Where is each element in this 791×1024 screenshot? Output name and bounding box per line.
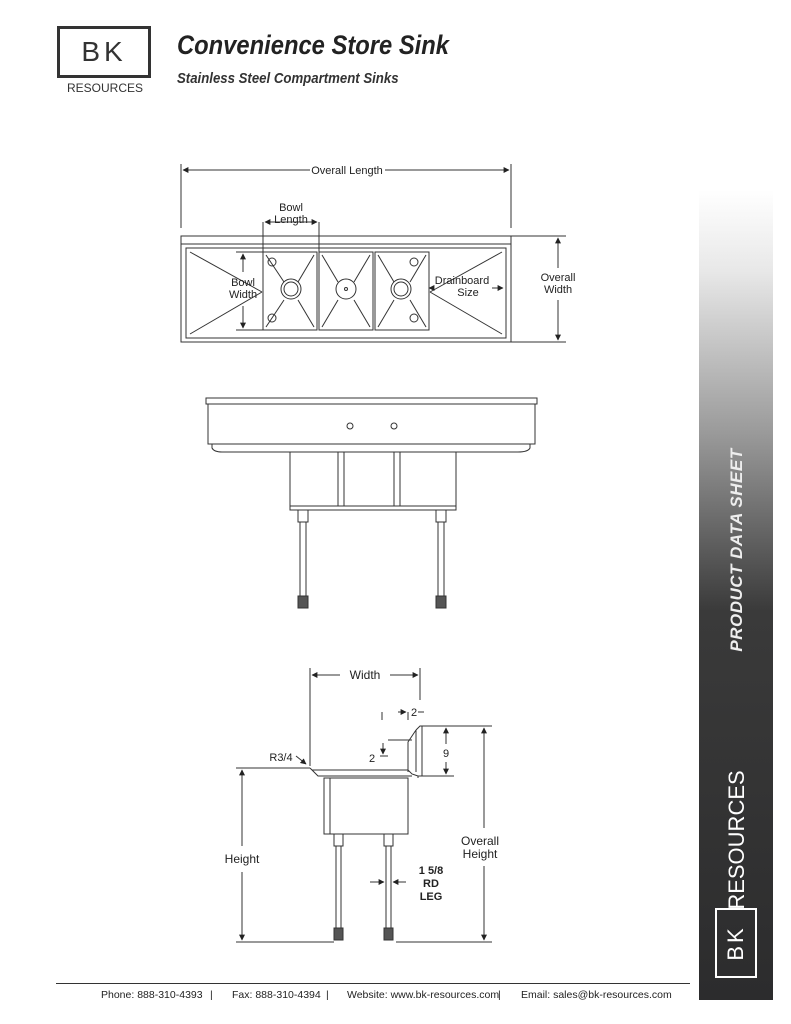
footer-fax: Fax: 888-310-4394 [232, 989, 321, 1001]
sidebar-band [699, 190, 773, 1000]
sidebar-logo-box [715, 908, 757, 978]
page-title: Convenience Store Sink [177, 30, 450, 60]
bk-logo: BK [57, 26, 151, 78]
page-subtitle: Stainless Steel Compartment Sinks [177, 70, 399, 87]
footer-separator: | [326, 989, 329, 1001]
footer-phone: Phone: 888-310-4393 [101, 989, 203, 1001]
footer-separator: | [498, 989, 501, 1001]
radius-label: R3/4 [269, 752, 292, 764]
footer-website: Website: www.bk-resources.com [347, 989, 500, 1001]
logo-subtext: RESOURCES [66, 81, 143, 95]
logo-letters: BK [81, 36, 127, 67]
top-view [180, 164, 566, 343]
height-label: Height [225, 852, 260, 866]
dim-2-left-label: 2 [369, 753, 375, 765]
overall-length-label: Overall Length [311, 165, 383, 177]
footer-email: Email: sales@bk-resources.com [521, 989, 672, 1001]
footer-rule [56, 983, 690, 984]
dim-2-top-label: 2 [411, 707, 417, 719]
width-label: Width [350, 668, 381, 682]
dim-9-label: 9 [443, 748, 449, 760]
footer-separator: | [210, 989, 213, 1001]
front-view [205, 397, 538, 609]
side-view [236, 668, 492, 943]
